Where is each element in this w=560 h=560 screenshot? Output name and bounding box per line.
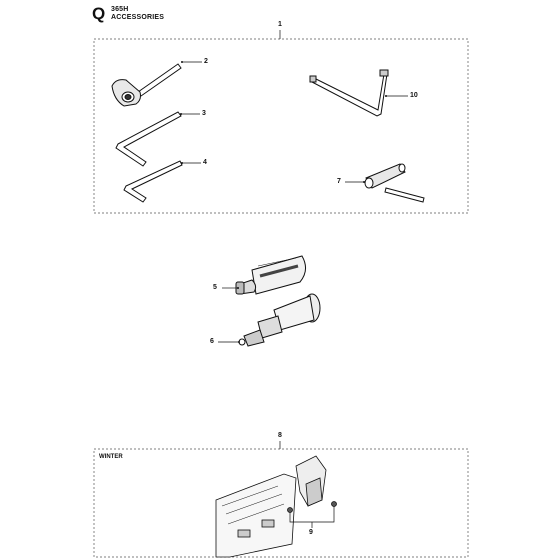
winter-box-label: WINTER	[99, 454, 123, 460]
callout-9: 9	[309, 529, 313, 536]
part-4-hex-key	[123, 160, 183, 203]
part-2-combination-spanner	[111, 63, 182, 107]
group-box-1	[93, 38, 469, 214]
callout-7: 7	[337, 178, 341, 185]
callout-4: 4	[203, 159, 207, 166]
section-letter: Q	[92, 4, 106, 23]
callout-10: 10	[410, 92, 418, 99]
callout-1: 1	[278, 21, 282, 28]
part-3-hex-key	[115, 111, 182, 167]
part-5-grease-tube	[235, 255, 306, 295]
part-9-winter-kit	[215, 455, 337, 558]
callout-6: 6	[210, 338, 214, 345]
part-10-torx-key	[309, 69, 389, 117]
model-number: 365H	[111, 6, 129, 13]
section-title: ACCESSORIES	[111, 14, 165, 21]
part-7-t-handle-wrench	[364, 163, 425, 203]
callout-8: 8	[278, 432, 282, 439]
callout-5: 5	[213, 284, 217, 291]
part-6-grease-gun	[238, 293, 321, 347]
callout-3: 3	[202, 110, 206, 117]
group-box-8-winter	[93, 448, 469, 558]
callout-2: 2	[204, 58, 208, 65]
leader-9	[289, 506, 335, 528]
